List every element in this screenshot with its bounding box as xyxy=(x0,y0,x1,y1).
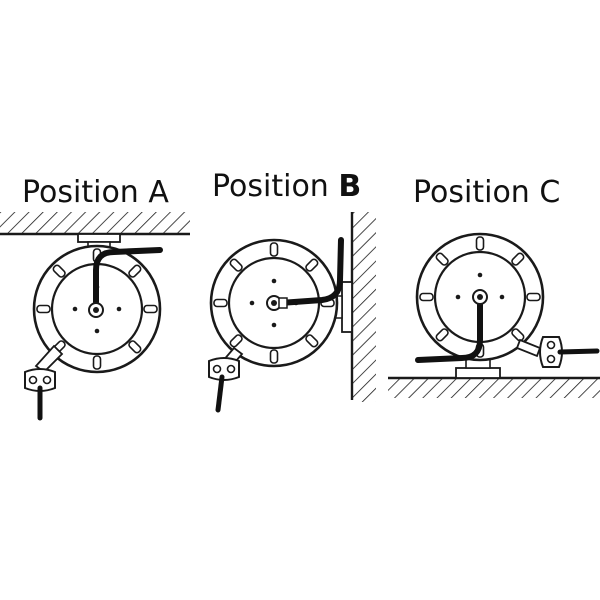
position-a-label: Position A xyxy=(22,175,169,210)
position-b-label: Position B xyxy=(212,169,362,204)
position-c-label: Position C xyxy=(413,175,561,210)
position-c-reel xyxy=(388,232,600,398)
position-a-reel xyxy=(0,212,190,421)
position-b-reel xyxy=(208,212,376,413)
